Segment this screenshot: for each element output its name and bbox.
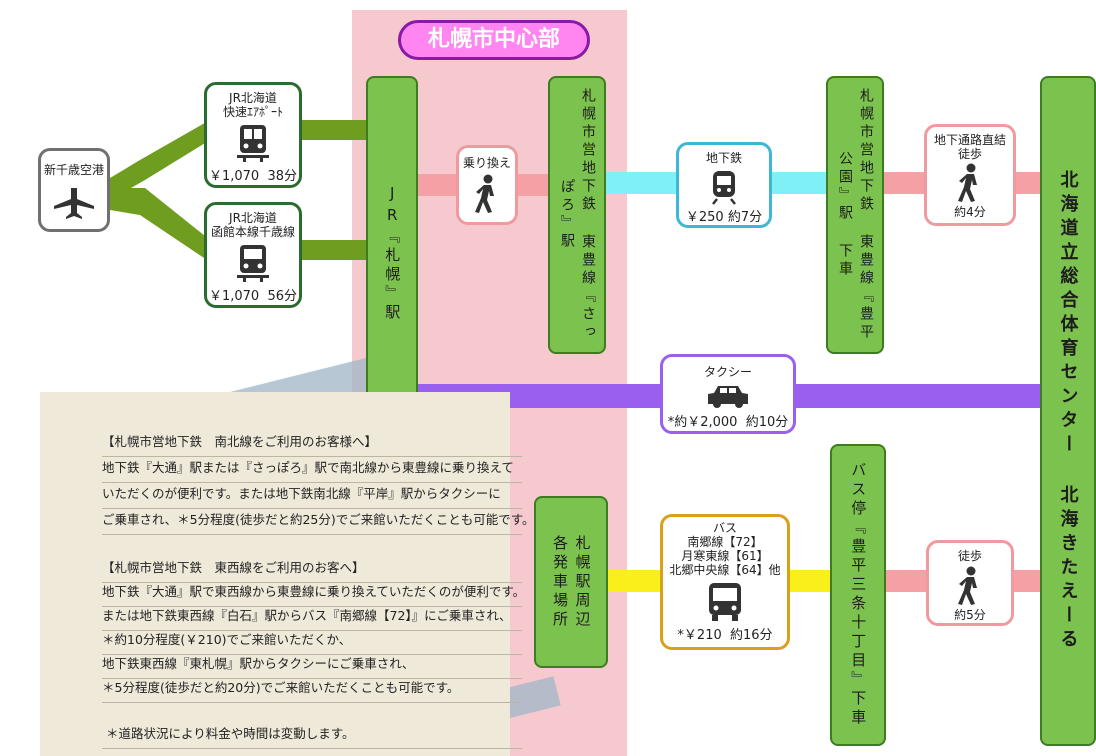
sapporo-subway-station-label: 札幌市営地下鉄 東豊線『さっぽろ』駅 (559, 88, 596, 342)
namboku-note-line: いただくのが便利です。または地下鉄南北線『平岸』駅からタクシーに (102, 486, 501, 501)
subway-train-icon (712, 171, 736, 205)
walk-underground-card: 地下通路直結 徒歩 約4分 (924, 124, 1016, 226)
note-divider (102, 582, 522, 583)
namboku-note-line: 地下鉄『大通』駅または『さっぽろ』駅で南北線から東豊線に乗り換えて (102, 460, 514, 475)
busstop-label: バス停『豊平三条十丁目』下車 (849, 462, 868, 728)
note-divider (102, 606, 522, 607)
destination-facility: 北海道立総合体育センター 北海きたえーる (1040, 76, 1096, 746)
taxi-asterisk: * (667, 415, 675, 430)
bus-terminal-label: 札幌駅周辺各発車場所 (551, 534, 592, 630)
busstop-toyohira-3-10: バス停『豊平三条十丁目』下車 (830, 444, 886, 746)
note-divider (102, 678, 522, 679)
tozai-note-line: 地下鉄東西線『東札幌』駅からタクシーにご乗車され、 (102, 656, 415, 671)
jr-route-card-local: JR北海道 函館本線千歳線 ￥1,070 56分 (204, 202, 302, 308)
note-divider (102, 702, 522, 703)
transfer-card: 乗り換え (456, 145, 518, 225)
walking-person-icon (958, 566, 977, 605)
jr-connector-airport-bottom (110, 188, 210, 262)
subway-fare: ￥250 (685, 210, 724, 225)
namboku-note-line: ご乗車され、＊5分程度(徒歩だと約25分)でご来館いただくことも可能です。 (102, 512, 535, 527)
note-divider (102, 534, 522, 535)
zone-title: 札幌市中心部 (398, 20, 590, 60)
subway-card: 地下鉄 ￥250 約7分 (676, 142, 772, 228)
walk-busstop-card: 徒歩 約5分 (926, 540, 1014, 626)
jr-local-title-line1: JR北海道 (229, 211, 277, 225)
footnote: ＊道路状況により料金や時間は変動します。 (106, 726, 355, 741)
tozai-note-line: または地下鉄東西線『白石』駅からバス『南郷線【72】』にご乗車され、 (102, 608, 512, 623)
airport-node: 新千歳空港 (38, 148, 110, 232)
car-icon (708, 386, 748, 408)
bus-terminal-area: 札幌駅周辺各発車場所 (534, 496, 608, 668)
bus-icon (709, 583, 741, 621)
jr-sapporo-station: JR『札幌』駅 (366, 76, 418, 430)
sapporo-subway-station: 札幌市営地下鉄 東豊線『さっぽろ』駅 (548, 76, 606, 354)
walk-underground-time: 約4分 (954, 205, 986, 219)
taxi-title: タクシー (703, 365, 752, 379)
tozai-note-line: ＊約10分程度(￥210)でご来館いただくか、 (102, 632, 352, 647)
jr-rapid-fare: ￥1,070 (208, 169, 260, 184)
jr-rapid-title-line2: 快速ｴｱﾎﾟｰﾄ (222, 105, 283, 119)
subway-time: 約7分 (727, 210, 763, 225)
guidance-notes-panel: 【札幌市営地下鉄 南北線をご利用のお客様へ】 地下鉄『大通』駅または『さっぽろ』… (40, 392, 535, 756)
bus-route-61: 月寒東線【61】 (681, 549, 769, 563)
train-icon (237, 245, 269, 282)
note-divider (102, 456, 522, 457)
jr-rapid-time: 38分 (267, 169, 298, 184)
jr-local-time: 56分 (267, 289, 298, 304)
jr-local-title-line2: 函館本線千歳線 (210, 225, 295, 239)
toyohira-koen-station-label: 札幌市営地下鉄 東豊線『豊平公園』駅 下車 (837, 88, 874, 342)
jr-connector-top-right (300, 120, 366, 140)
jr-route-card-rapid: JR北海道 快速ｴｱﾎﾟｰﾄ ￥1,070 38分 (204, 82, 302, 188)
taxi-time: 約10分 (745, 415, 789, 430)
train-icon (237, 125, 269, 162)
note-divider (102, 482, 522, 483)
note-divider (102, 630, 522, 631)
note-divider (102, 508, 522, 509)
jr-local-fare: ￥1,070 (208, 289, 260, 304)
walk-busstop-time: 約5分 (954, 608, 986, 622)
walk-underground-title-line1: 地下通路直結 (933, 133, 1006, 147)
subway-title: 地下鉄 (705, 151, 742, 165)
bus-fare: ￥210 (683, 628, 722, 643)
toyohira-koen-station: 札幌市営地下鉄 東豊線『豊平公園』駅 下車 (826, 76, 884, 354)
bus-asterisk: * (677, 628, 684, 643)
taxi-card: タクシー *約￥2,000 約10分 (660, 354, 796, 434)
tozai-note-line: 地下鉄『大通』駅で東西線から東豊線に乗り換えていただくのが便利です。 (102, 584, 526, 599)
transfer-label: 乗り換え (462, 156, 511, 170)
jr-connector-bottom-right (300, 240, 366, 260)
bus-card: バス 南郷線【72】 月寒東線【61】 北郷中央線【64】他 *￥210 約16… (660, 514, 790, 650)
note-divider (102, 748, 522, 749)
bus-title: バス (712, 521, 737, 535)
note-divider (102, 654, 522, 655)
bus-route-72: 南郷線【72】 (687, 535, 763, 549)
walk-busstop-title: 徒歩 (957, 549, 982, 563)
bus-time: 約16分 (730, 628, 773, 643)
walking-person-icon (958, 163, 977, 202)
tozai-note-heading: 【札幌市営地下鉄 東西線をご利用のお客へ】 (102, 560, 365, 575)
jr-connector-airport-top (110, 120, 210, 200)
taxi-fare: 約￥2,000 (674, 415, 738, 430)
walk-underground-title-line2: 徒歩 (957, 147, 982, 161)
airplane-icon (54, 188, 94, 219)
destination-facility-label: 北海道立総合体育センター 北海きたえーる (1057, 169, 1079, 653)
walking-person-icon (475, 174, 494, 213)
bus-route-64: 北郷中央線【64】他 (669, 563, 781, 577)
namboku-note-heading: 【札幌市営地下鉄 南北線をご利用のお客様へ】 (102, 434, 378, 449)
jr-rapid-title-line1: JR北海道 (229, 91, 277, 105)
tozai-note-line: ＊5分程度(徒歩だと約20分)でご来館いただくことも可能です。 (102, 680, 460, 695)
airport-label: 新千歳空港 (43, 163, 104, 177)
